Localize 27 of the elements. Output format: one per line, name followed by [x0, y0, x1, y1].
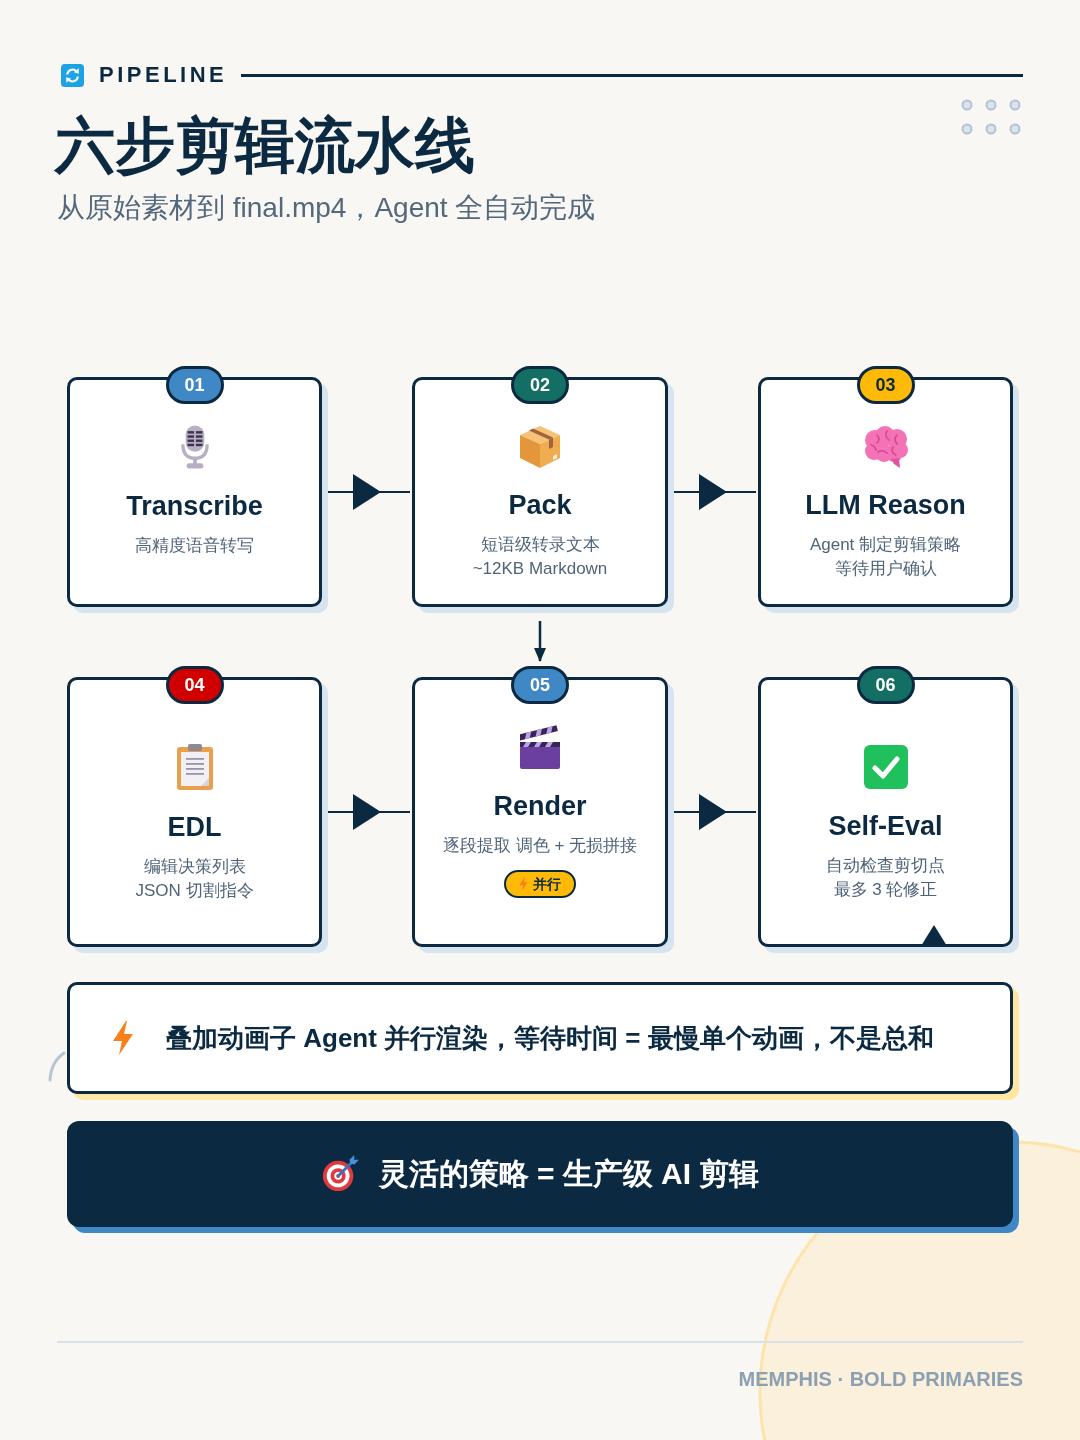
step-number: 04 [165, 666, 224, 704]
step-description: Agent 制定剪辑策略等待用户确认 [808, 533, 963, 580]
footer-label: MEMPHIS · BOLD PRIMARIES [738, 1367, 1023, 1392]
step-title: Transcribe [126, 489, 263, 523]
step-title: LLM Reason [805, 488, 966, 522]
step-number: 05 [511, 666, 569, 704]
step-title: Self-Eval [828, 809, 943, 843]
page-title: 六步剪辑流水线 [55, 111, 475, 181]
step-number: 06 [856, 666, 915, 704]
arrow [534, 621, 546, 662]
step-description: 短语级转录文本 ~12KB Markdown [471, 533, 609, 580]
step-title: EDL [167, 810, 222, 844]
banner-text: 灵活的策略 = 生产级 AI 剪辑 [378, 1156, 760, 1192]
section-label: PIPELINE [99, 62, 228, 88]
subtitle: 从原始素材到 final.mp4，Agent 全自动完成 [57, 191, 596, 225]
step-title: Pack [508, 488, 572, 522]
tag-label: 并行 [533, 874, 561, 893]
step-title: Render [493, 789, 587, 823]
step-description: 自动检查剪切点最多 3 轮修正 [825, 854, 946, 901]
note-text: 叠加动画子 Agent 并行渲染，等待时间 = 最慢单个动画，不是总和 [166, 1022, 934, 1055]
step-description: 逐段提取 调色 + 无损拼接 [442, 834, 638, 857]
step-description: 编辑决策列表 JSON 切割指令 [134, 855, 255, 902]
step-number: 01 [165, 366, 224, 404]
step-description: 高精度语音转写 [135, 534, 254, 557]
step-number: 02 [511, 366, 569, 404]
tag-pill [504, 869, 576, 898]
step-number: 03 [856, 366, 915, 404]
